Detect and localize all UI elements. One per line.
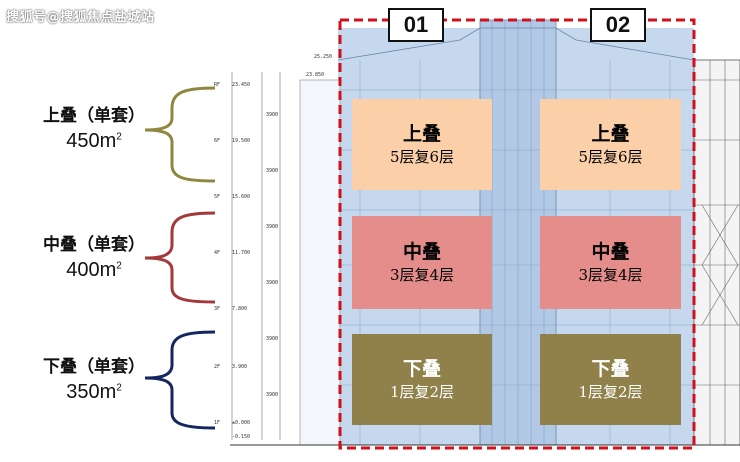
unit-title: 上叠 [402, 122, 441, 145]
dim-1: 3900 [266, 112, 278, 118]
upper-brace-icon [144, 86, 216, 183]
floor-mark-6f: 6F [214, 138, 220, 144]
middle-area: 400m2 [44, 259, 144, 282]
middle-brace-icon [144, 211, 216, 304]
top-elevation-1: 25.250 [314, 54, 332, 60]
unit-floors: 1层复2层 [578, 382, 643, 401]
dim-6: 3900 [266, 392, 278, 398]
dim-3: 3900 [266, 224, 278, 230]
unit-title: 下叠 [402, 357, 441, 380]
floor-mark-rf: RF [214, 82, 220, 88]
lower-area-sup: 2 [116, 382, 122, 394]
unit-title: 上叠 [591, 122, 630, 145]
floor-mark-1f: 1F [214, 420, 220, 426]
elevation-3f: 7.800 [232, 306, 247, 312]
highlight-border [338, 18, 696, 450]
column-tag-01: 01 [388, 8, 444, 42]
floor-mark-4f: 4F [214, 250, 220, 256]
unit-02-middle: 中叠 3层复4层 [540, 216, 681, 309]
watermark: 搜狐号@搜狐焦点盐城站 [6, 10, 155, 25]
elevation-2f: 3.900 [232, 364, 247, 370]
upper-area-value: 450m [66, 130, 117, 152]
unit-01-lower: 下叠 1层复2层 [352, 334, 492, 425]
unit-02-lower: 下叠 1层复2层 [540, 334, 681, 425]
lower-area-value: 350m [66, 381, 117, 403]
middle-area-value: 400m [66, 259, 117, 281]
unit-floors: 3层复4层 [389, 265, 455, 284]
top-elevation-2: 23.850 [306, 72, 324, 78]
column-tag-02: 02 [590, 8, 646, 42]
unit-floors: 1层复2层 [389, 382, 455, 401]
middle-area-sup: 2 [116, 260, 122, 272]
floor-mark-5f: 5F [214, 194, 220, 200]
unit-01-middle: 中叠 3层复4层 [352, 216, 492, 309]
unit-floors: 5层复6层 [578, 147, 643, 166]
upper-area: 450m2 [44, 130, 144, 153]
unit-02-upper: 上叠 5层复6层 [540, 99, 681, 190]
dim-5: 3900 [266, 336, 278, 342]
unit-title: 下叠 [591, 357, 630, 380]
unit-title: 中叠 [402, 240, 441, 263]
elevation-ground: -0.150 [232, 434, 250, 440]
elevation-6f: 19.500 [232, 138, 250, 144]
upper-type-label: 上叠（单套） [43, 106, 145, 126]
elevation-1f: ±0.000 [232, 420, 250, 426]
middle-type-label: 中叠（单套） [43, 235, 145, 255]
upper-area-sup: 2 [116, 131, 122, 143]
unit-title: 中叠 [591, 240, 630, 263]
elevation-rf: 23.450 [232, 82, 250, 88]
unit-floors: 5层复6层 [389, 147, 455, 166]
unit-01-upper: 上叠 5层复6层 [352, 99, 492, 190]
elevation-4f: 11.700 [232, 250, 250, 256]
dim-2: 3900 [266, 168, 278, 174]
dimension-labels: 3900 3900 3900 3900 3900 3900 [266, 112, 278, 398]
lower-area: 350m2 [44, 381, 144, 404]
unit-floors: 3层复4层 [578, 265, 643, 284]
lower-type-label: 下叠（单套） [43, 357, 145, 377]
elevation-5f: 15.600 [232, 194, 250, 200]
elevation-marks: 23.450 19.500 15.600 11.700 7.800 3.900 … [214, 54, 332, 440]
lower-brace-icon [144, 330, 216, 430]
dim-4: 3900 [266, 280, 278, 286]
floor-mark-2f: 2F [214, 364, 220, 370]
floor-mark-3f: 3F [214, 306, 220, 312]
